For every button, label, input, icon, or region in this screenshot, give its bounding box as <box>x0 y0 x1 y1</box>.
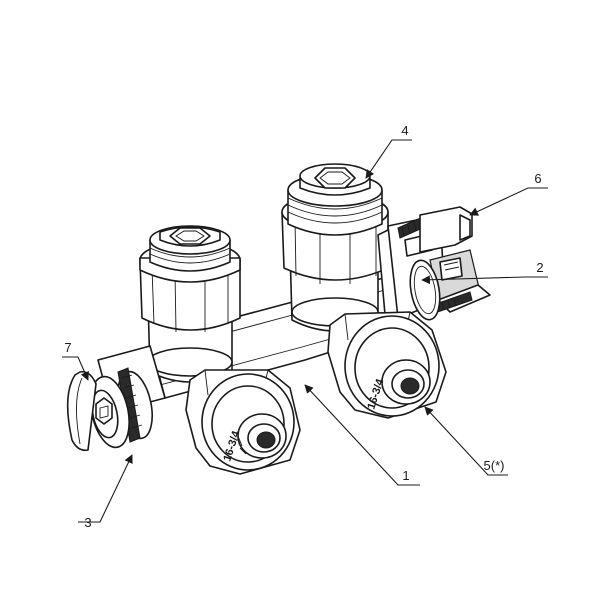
protective-cap <box>66 370 97 452</box>
side-valve-assembly <box>377 206 491 327</box>
callout-7: 7 <box>64 340 71 355</box>
callout-3: 3 <box>84 515 91 530</box>
callout-5: 5(*) <box>484 458 505 473</box>
callout-leaders <box>62 139 548 523</box>
left-compression-nut: 16-3/4 <box>185 369 301 475</box>
callout-4: 4 <box>401 123 408 138</box>
callout-2: 2 <box>536 260 543 275</box>
left-top-fitting <box>139 225 241 283</box>
left-outlet-assembly <box>90 345 166 449</box>
right-top-fitting <box>287 163 383 236</box>
callout-6: 6 <box>534 171 541 186</box>
right-compression-nut: 16-3/4 <box>327 311 447 419</box>
callout-1: 1 <box>402 468 409 483</box>
callout-labels: 1 2 3 4 5(*) 6 7 <box>64 123 543 530</box>
